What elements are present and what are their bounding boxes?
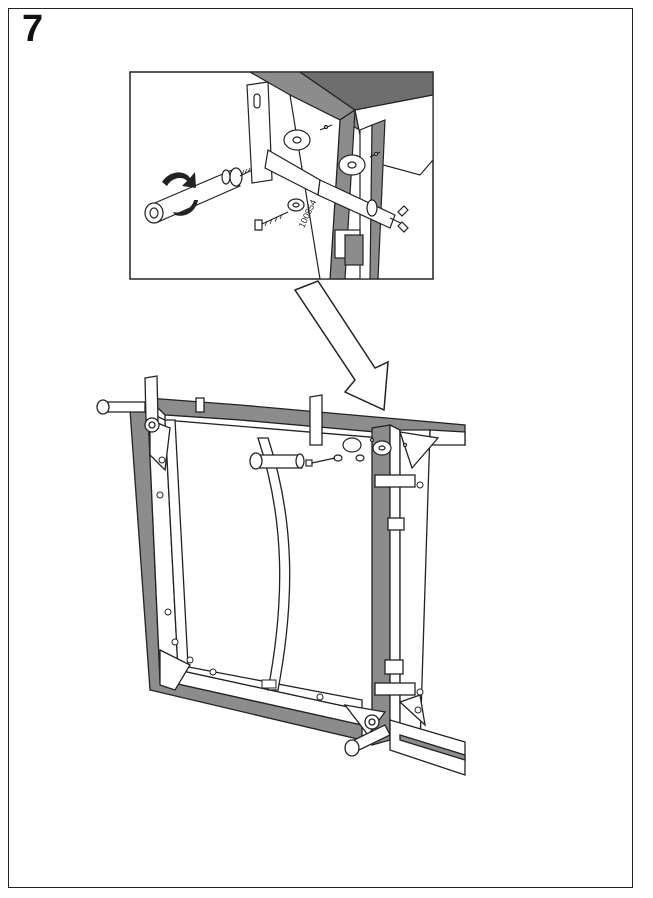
inset-bracket: [246, 81, 396, 266]
page-frame: [8, 8, 633, 888]
barrel-bolt: [249, 452, 305, 470]
washers: [305, 437, 408, 467]
pointer-arrow-icon: [293, 280, 389, 412]
step-number: 7: [22, 8, 44, 50]
rotate-clockwise-icon: [162, 172, 198, 216]
inset-barrel-bolt: [144, 167, 253, 224]
sofa-frame-assembly: [129, 375, 466, 776]
detail-inset: 100854: [129, 71, 434, 280]
inset-screw: [254, 211, 289, 231]
barrel-bolt: [344, 714, 391, 757]
barrel-bolt: [96, 399, 160, 433]
inset-wing-nut: [366, 199, 409, 233]
wing-nuts: [156, 456, 424, 714]
